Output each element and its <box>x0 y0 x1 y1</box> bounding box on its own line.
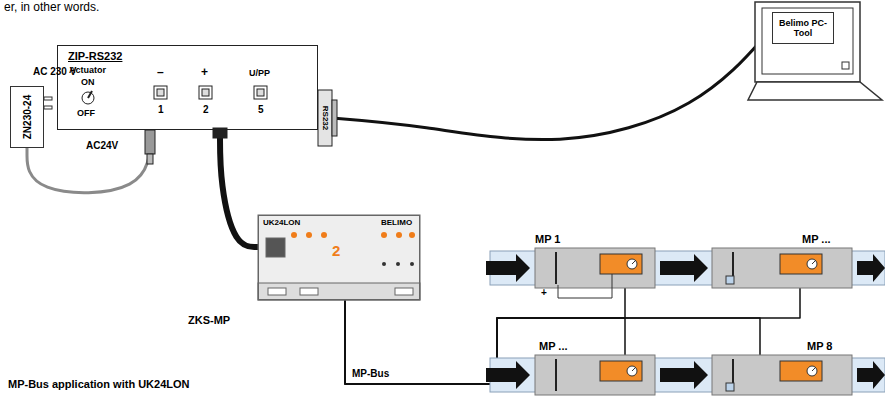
uk24lon-housing <box>268 288 286 295</box>
zip-rs232-housing <box>57 45 337 164</box>
interface-box: ZIP-RS232 <box>57 45 318 130</box>
switch-state: OFF <box>77 108 95 118</box>
laptop <box>748 82 882 100</box>
power-cable <box>27 130 150 193</box>
port-name: AC24V <box>86 140 118 152</box>
uk24lon-housing <box>409 232 415 238</box>
zip-rs232-housing <box>318 90 332 146</box>
device-name: MP ... <box>802 233 831 245</box>
page-text: er, in other words. <box>4 1 99 15</box>
switch-state: ON <box>81 77 95 87</box>
switch-label: Actuator <box>69 65 106 75</box>
uk24lon-housing <box>395 288 413 295</box>
zip-rs232-housing <box>88 91 92 98</box>
laptop <box>755 2 860 82</box>
brand-name: BELIMO <box>381 218 412 227</box>
damper-unit: MP 8 <box>712 355 852 395</box>
power-adapter <box>44 97 52 109</box>
device-name: UK24LON <box>263 218 300 227</box>
uk24lon-housing <box>266 238 285 257</box>
device-name: MP ... <box>539 340 568 352</box>
uk24lon-housing <box>396 232 402 238</box>
button-number: 1 <box>158 104 164 116</box>
zip-rs232-housing <box>199 86 212 99</box>
port-name: RS232 <box>320 106 329 130</box>
uk24lon-housing <box>306 232 312 238</box>
laptop <box>842 62 849 69</box>
uk24lon-housing <box>291 232 297 238</box>
polarity-sign: + <box>541 287 547 299</box>
zip-rs232-housing <box>157 89 164 96</box>
uk24lon-housing <box>321 232 327 238</box>
zip-rs232-housing <box>254 86 267 99</box>
laptop <box>762 8 853 74</box>
bus-cable <box>220 130 258 247</box>
serial-cable <box>318 28 772 140</box>
button-symbol: + <box>201 66 208 80</box>
button-symbol: U/PP <box>249 68 270 78</box>
duct-row <box>486 355 885 395</box>
damper-unit: MP ... <box>535 355 655 395</box>
uk24lon-housing <box>258 215 420 300</box>
device-name: ZIP-RS232 <box>68 50 122 62</box>
uk24lon-housing <box>258 215 420 300</box>
damper-unit: MP ... <box>712 248 852 288</box>
uk24lon-housing <box>396 262 400 266</box>
sensor-wire <box>558 274 612 298</box>
zip-rs232-housing <box>82 92 94 104</box>
zip-rs232-housing <box>257 89 264 96</box>
device-name: Belimo PC-Tool <box>775 18 831 39</box>
button-number: 5 <box>258 104 264 116</box>
screen-label: Belimo PC-Tool <box>772 12 834 44</box>
figure-caption: MP-Bus application with UK24LON <box>8 378 190 391</box>
zip-rs232-housing <box>154 86 167 99</box>
zip-rs232-housing <box>332 100 337 136</box>
duct-row <box>486 248 885 288</box>
power-adapter <box>44 97 52 100</box>
uk24lon-housing <box>410 262 414 266</box>
uk24lon-housing <box>258 283 420 300</box>
zip-rs232-housing <box>57 45 318 130</box>
zip-rs232-housing <box>147 154 153 164</box>
device-name: MP 1 <box>535 233 560 245</box>
bus-name: MP-Bus <box>352 368 389 380</box>
button-number: 2 <box>203 104 209 116</box>
zip-rs232-housing <box>202 89 209 96</box>
zip-rs232-housing <box>145 130 155 154</box>
address-display: 2 <box>332 242 340 259</box>
device-name: MP 8 <box>807 340 832 352</box>
duct-row <box>486 248 885 395</box>
sensor-wire <box>558 274 612 298</box>
uk24lon-housing <box>300 288 318 295</box>
uk24lon-housing <box>382 262 386 266</box>
button-symbol: – <box>157 66 164 80</box>
power-adapter: ZN230-24 <box>10 86 44 148</box>
device-name: ZN230-24 <box>22 95 33 139</box>
cable-name: ZKS-MP <box>188 314 230 327</box>
uk24lon-housing <box>381 232 387 238</box>
power-adapter <box>44 106 52 109</box>
laptop <box>748 2 882 100</box>
damper-unit: MP 1 <box>535 248 655 288</box>
